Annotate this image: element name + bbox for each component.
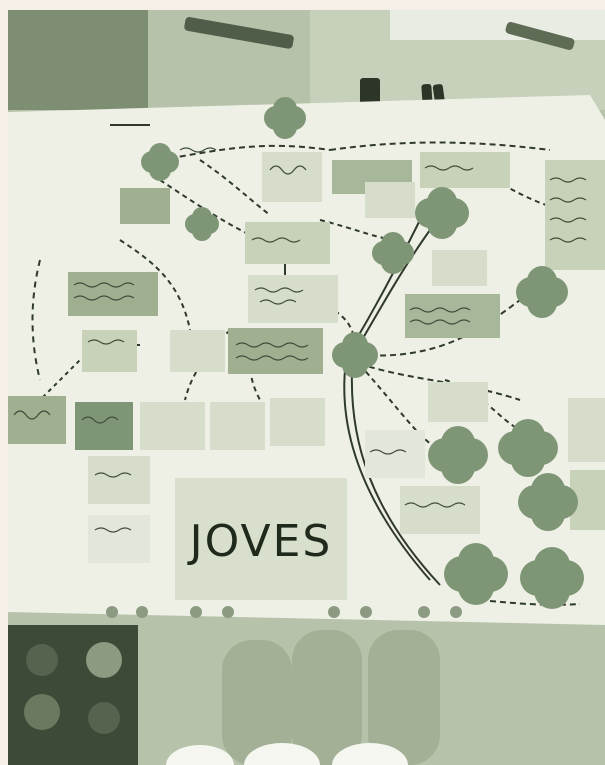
sticky-note (8, 396, 66, 444)
handwriting-scribbles (13, 147, 587, 533)
flower-note (332, 332, 378, 378)
sticky-note (432, 250, 487, 286)
sticky-note (120, 188, 170, 224)
sticky-note (210, 402, 265, 450)
flower-notes (141, 97, 584, 609)
binder-holes (106, 606, 462, 618)
sticky-note (405, 294, 500, 338)
flower-note (444, 543, 508, 605)
sticky-note (365, 182, 415, 218)
sticky-note (68, 272, 158, 316)
shadow-shapes (222, 630, 440, 765)
flower-note (415, 187, 469, 239)
flower-note (428, 426, 488, 484)
sticky-notes (8, 152, 605, 563)
flower-note (141, 143, 179, 181)
sticky-note (88, 515, 150, 563)
sticky-note (140, 402, 205, 450)
flower-note (518, 473, 578, 531)
flower-note (185, 207, 219, 241)
joves-note: JOVES (175, 478, 347, 600)
flower-note (516, 266, 568, 318)
sticky-note (82, 330, 137, 372)
sticky-note (88, 456, 150, 504)
sticky-note (262, 152, 322, 202)
sticky-note (365, 430, 425, 478)
sticky-note (75, 402, 133, 450)
paper-cups (166, 743, 408, 765)
flower-note (372, 232, 414, 274)
sticky-note (400, 486, 480, 534)
sticky-note (170, 330, 225, 372)
joves-label: JOVES (187, 516, 333, 567)
flower-note (498, 419, 558, 477)
sticky-note (428, 382, 488, 422)
flower-note (264, 97, 306, 139)
sticky-note (545, 160, 605, 270)
paint-tray (8, 625, 138, 765)
sticky-note (245, 222, 330, 264)
sticky-note (228, 328, 323, 374)
sticky-note (270, 398, 325, 446)
sticky-note (248, 275, 338, 323)
sticky-note (568, 398, 605, 462)
flower-note (520, 547, 584, 609)
